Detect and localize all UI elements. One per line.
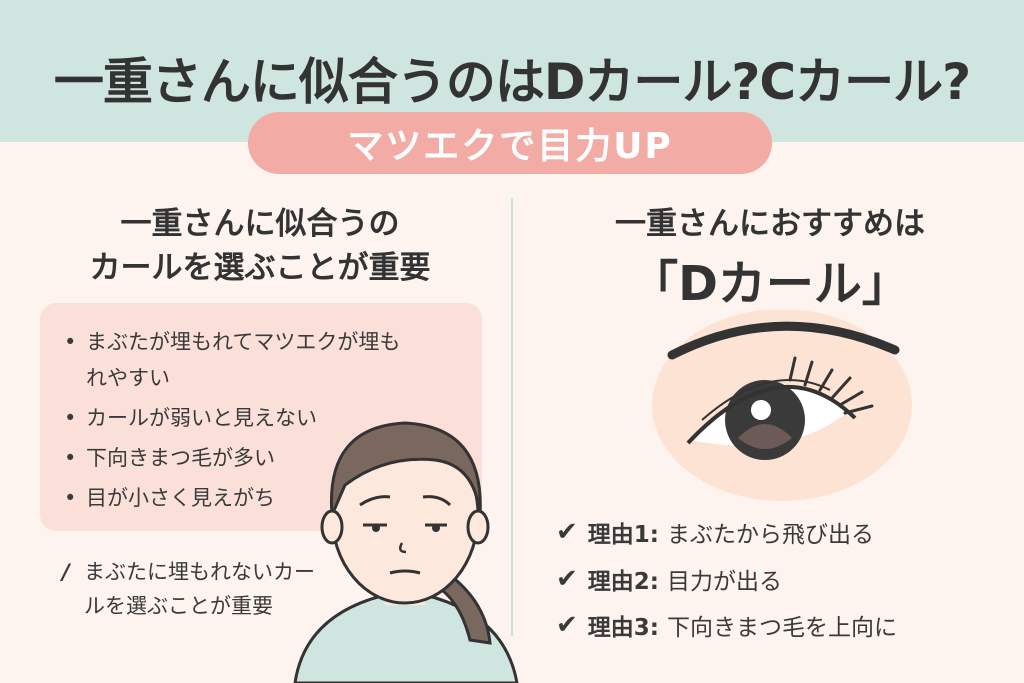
- list-item: •目が小さく見えがち: [64, 486, 275, 510]
- note-line1: / まぶたに埋もれないカー: [62, 556, 315, 586]
- divider: [511, 198, 513, 636]
- right-heading-line1: 一重さんにおすすめは: [615, 206, 925, 242]
- reason-item: ✔ 理由1: まぶたから飛び出る: [556, 515, 874, 549]
- reason-label: 理由1:: [587, 522, 659, 548]
- reason-label: 理由3:: [587, 615, 659, 641]
- check-icon: ✔: [556, 610, 578, 640]
- list-item: •カールが弱いと見えない: [64, 406, 317, 430]
- list-item-continuation: れやすい: [86, 366, 170, 390]
- list-item-text: まぶたが埋もれてマツエクが埋も: [86, 330, 401, 354]
- left-heading-line1: 一重さんに似合うの: [120, 206, 400, 242]
- eye-illustration: [652, 310, 912, 501]
- list-item-text: 下向きまつ毛が多い: [86, 446, 275, 470]
- worried-woman-illustration: [293, 421, 519, 683]
- note-line2: ルを選ぶことが重要: [84, 594, 273, 618]
- reason-text: 目力が出る: [667, 569, 782, 595]
- right-heading-line2: 「Dカール」: [630, 256, 910, 312]
- reason-text: 下向きまつ毛を上向に: [667, 615, 897, 641]
- reason-label: 理由2:: [587, 569, 659, 595]
- reason-item: ✔ 理由2: 目力が出る: [556, 562, 782, 596]
- check-icon: ✔: [556, 517, 578, 547]
- check-icon: ✔: [556, 564, 578, 594]
- page-title: 一重さんに似合うのはDカール?Cカール?: [53, 53, 971, 111]
- reason-item: ✔ 理由3: 下向きまつ毛を上向に: [556, 608, 897, 642]
- note-text: まぶたに埋もれないカー: [84, 560, 315, 584]
- note-mark-icon: /: [62, 560, 70, 584]
- left-heading-line2: カールを選ぶことが重要: [89, 250, 431, 286]
- badge: マツエクで目力UP: [248, 112, 772, 174]
- list-item-text: カールが弱いと見えない: [86, 406, 317, 430]
- list-item-text: 目が小さく見えがち: [86, 486, 275, 510]
- list-item: •下向きまつ毛が多い: [64, 446, 275, 470]
- list-item: •まぶたが埋もれてマツエクが埋も: [64, 330, 401, 354]
- reason-text: まぶたから飛び出る: [667, 522, 874, 548]
